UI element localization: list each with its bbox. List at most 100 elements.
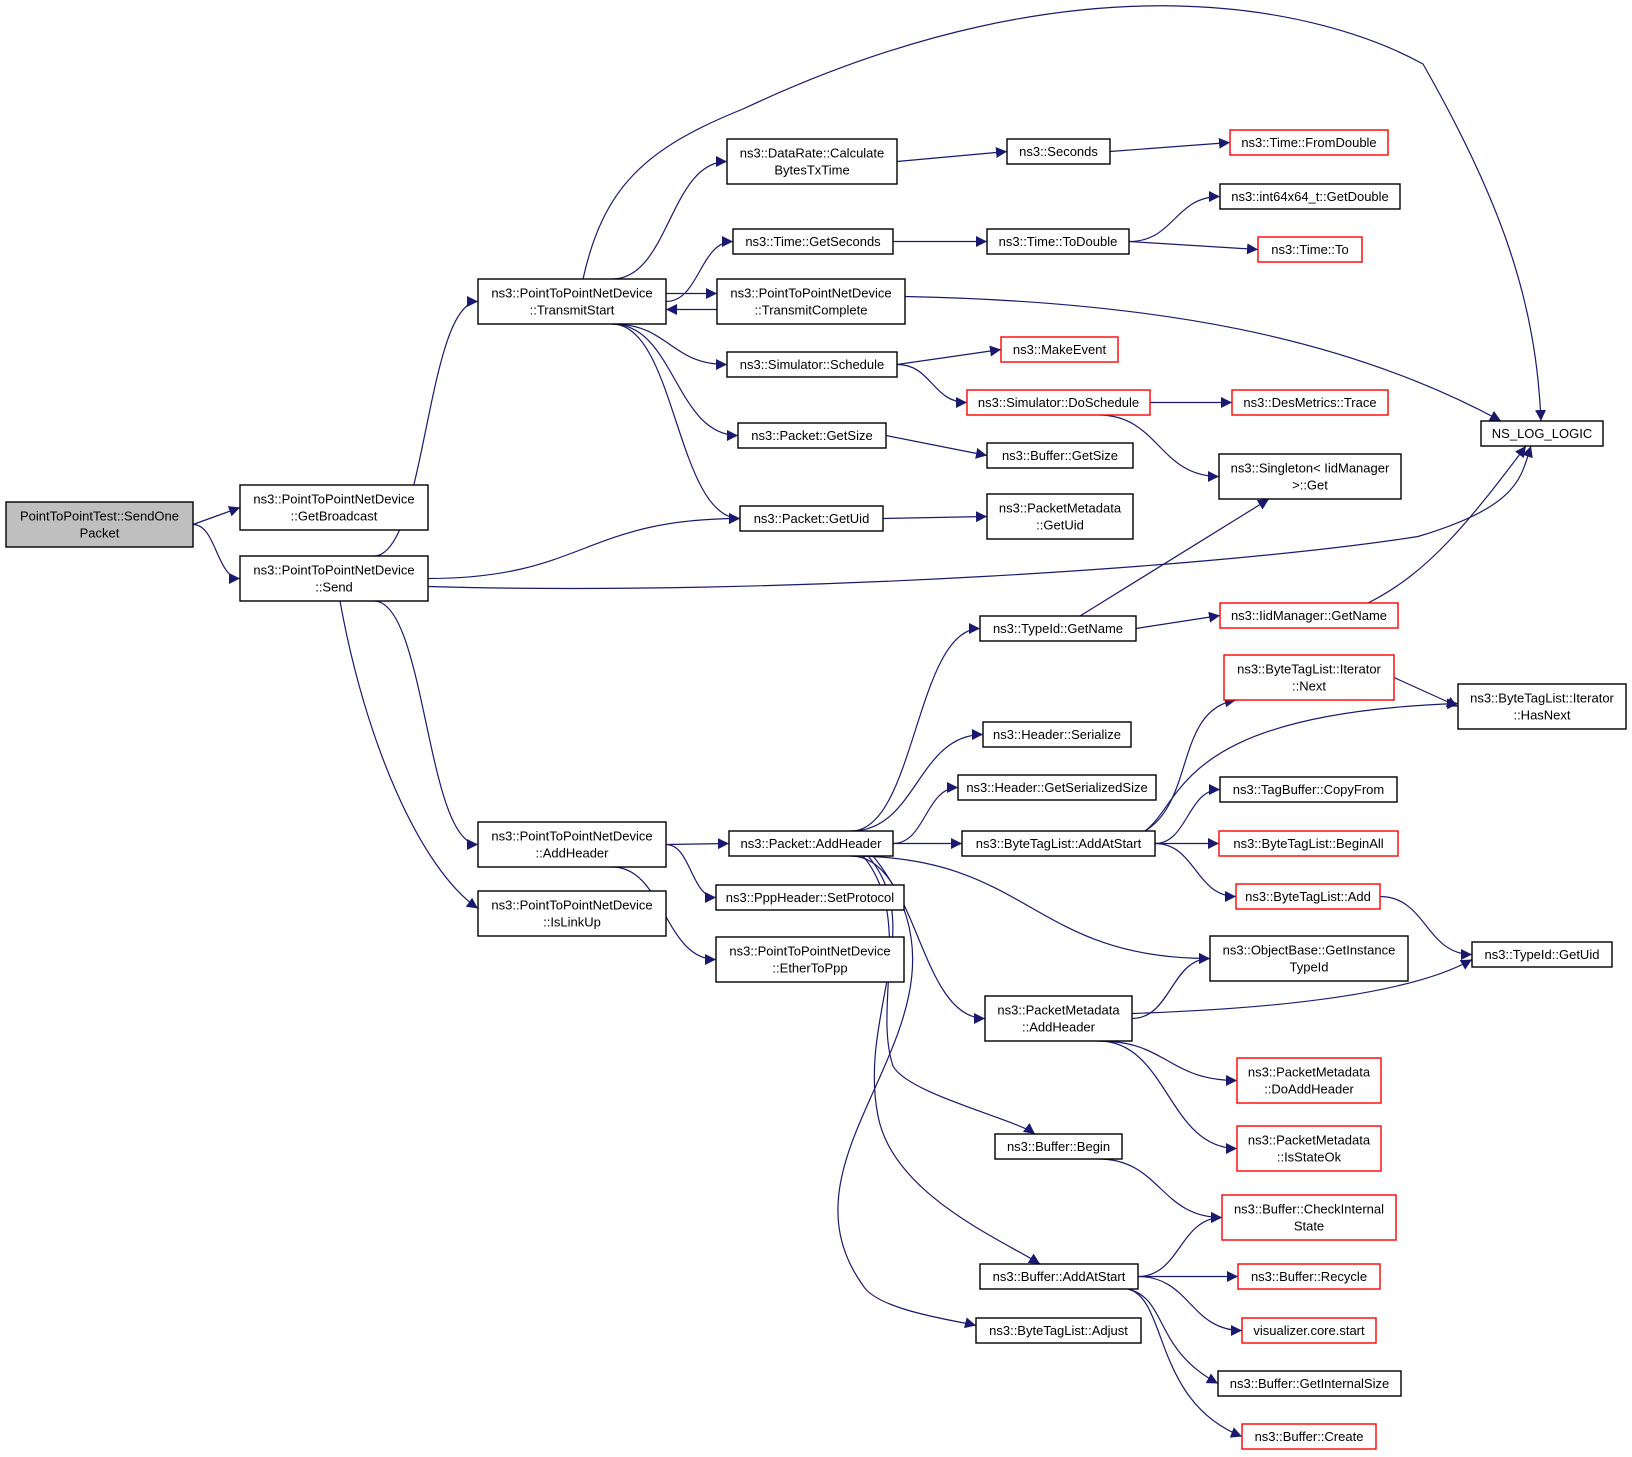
node-addheader-p2p[interactable]: ns3::PointToPointNetDevice::AddHeader (477, 821, 667, 868)
node-label: ns3::DesMetrics::Trace (1243, 395, 1376, 410)
node-transmitcomplete[interactable]: ns3::PointToPointNetDevice::TransmitComp… (716, 278, 906, 325)
node-pm-doaddheader[interactable]: ns3::PacketMetadata::DoAddHeader (1236, 1057, 1382, 1104)
node-btl-iter-hasnext[interactable]: ns3::ByteTagList::Iterator::HasNext (1457, 683, 1627, 730)
node-pm-addheader[interactable]: ns3::PacketMetadata::AddHeader (984, 995, 1133, 1042)
node-label: >::Get (1292, 478, 1328, 493)
edge-pm-addheader-to-pm-isstateok (1098, 1040, 1238, 1154)
node-ethertoppp[interactable]: ns3::PointToPointNetDevice::EtherToPpp (715, 936, 905, 983)
node-label: ns3::ByteTagList::Iterator (1237, 662, 1381, 677)
edge-schedule-to-doschedule (896, 363, 968, 408)
edge-buf-addatstart-to-viz-start (1137, 1275, 1243, 1336)
edge-send-to-pkt-getuid (427, 513, 741, 580)
edge-btl-addatstart-to-tagbuf-copyfrom (1154, 784, 1221, 845)
node-seconds[interactable]: ns3::Seconds (1006, 138, 1111, 165)
node-islinkup[interactable]: ns3::PointToPointNetDevice::IsLinkUp (477, 890, 667, 937)
node-getbroadcast[interactable]: ns3::PointToPointNetDevice::GetBroadcast (239, 484, 429, 531)
node-makeevent[interactable]: ns3::MakeEvent (1000, 336, 1119, 363)
node-desmetrics[interactable]: ns3::DesMetrics::Trace (1231, 389, 1389, 416)
node-fromdouble[interactable]: ns3::Time::FromDouble (1229, 129, 1389, 156)
node-label: ::IsLinkUp (543, 915, 601, 930)
node-box (1480, 420, 1604, 447)
node-pm-getuid[interactable]: ns3::PacketMetadata::GetUid (986, 493, 1134, 540)
node-viz-start[interactable]: visualizer.core.start (1241, 1317, 1377, 1344)
edge-btl-addatstart-to-btl-iter-next (1144, 696, 1237, 832)
node-box (477, 821, 667, 868)
node-pkt-getuid[interactable]: ns3::Packet::GetUid (739, 505, 884, 532)
node-buf-addatstart[interactable]: ns3::Buffer::AddAtStart (979, 1263, 1139, 1290)
node-box (986, 493, 1134, 540)
node-box (715, 936, 905, 983)
node-btl-addatstart[interactable]: ns3::ByteTagList::AddAtStart (961, 830, 1156, 857)
node-box (737, 422, 887, 449)
node-transmitstart[interactable]: ns3::PointToPointNetDevice::TransmitStar… (477, 278, 667, 325)
node-label: ::GetUid (1036, 518, 1084, 533)
node-int64getdouble[interactable]: ns3::int64x64_t::GetDouble (1219, 183, 1401, 210)
node-box (726, 351, 898, 378)
node-label: ns3::ByteTagList::Adjust (989, 1323, 1128, 1338)
node-setprotocol[interactable]: ns3::PppHeader::SetProtocol (715, 884, 905, 911)
node-box (1209, 935, 1409, 982)
node-header-getser[interactable]: ns3::Header::GetSerializedSize (957, 774, 1157, 801)
node-label: ns3::PacketMetadata (1248, 1065, 1371, 1080)
edge-buf-begin-to-buf-checkinternal (1098, 1158, 1223, 1223)
node-label: ns3::PacketMetadata (997, 1003, 1120, 1018)
edge-iid-getname-to-ns-log-logic (1367, 445, 1527, 604)
node-pm-isstateok[interactable]: ns3::PacketMetadata::IsStateOk (1236, 1125, 1382, 1172)
node-label: BytesTxTime (774, 163, 849, 178)
node-doschedule[interactable]: ns3::Simulator::DoSchedule (966, 389, 1151, 416)
node-label: ns3::TagBuffer::CopyFrom (1233, 782, 1385, 797)
node-pkt-addheader[interactable]: ns3::Packet::AddHeader (728, 830, 894, 857)
edge-typeid-getname-to-singleton-get (1079, 498, 1270, 617)
edge-transmitstart-to-pkt-getuid (611, 323, 741, 524)
node-typeid-getname[interactable]: ns3::TypeId::GetName (979, 615, 1137, 642)
edge-transmitstart-to-pkt-getsize (611, 323, 739, 441)
node-buf-begin[interactable]: ns3::Buffer::Begin (994, 1133, 1123, 1160)
node-buf-create[interactable]: ns3::Buffer::Create (1241, 1423, 1377, 1450)
node-time-to[interactable]: ns3::Time::To (1257, 236, 1363, 263)
node-getseconds[interactable]: ns3::Time::GetSeconds (732, 228, 894, 255)
node-box (961, 830, 1156, 857)
edge-send-to-ns-log-logic (427, 445, 1533, 590)
edge-pkt-getuid-to-pm-getuid (882, 511, 988, 523)
node-pkt-getsize[interactable]: ns3::Packet::GetSize (737, 422, 887, 449)
node-label: ::HasNext (1513, 708, 1570, 723)
node-btl-adjust[interactable]: ns3::ByteTagList::Adjust (975, 1317, 1142, 1344)
node-btl-beginall[interactable]: ns3::ByteTagList::BeginAll (1218, 830, 1399, 857)
node-header-serialize[interactable]: ns3::Header::Serialize (982, 721, 1132, 748)
edge-pm-addheader-to-typeid-getuid (1131, 958, 1473, 1015)
node-schedule[interactable]: ns3::Simulator::Schedule (726, 351, 898, 378)
node-label: State (1294, 1219, 1324, 1234)
node-buf-recycle[interactable]: ns3::Buffer::Recycle (1237, 1263, 1381, 1290)
node-label: ns3::Buffer::CheckInternal (1234, 1202, 1384, 1217)
node-send[interactable]: ns3::PointToPointNetDevice::Send (239, 555, 429, 602)
node-singleton-get[interactable]: ns3::Singleton< IidManager>::Get (1218, 453, 1402, 500)
node-buf-getsize[interactable]: ns3::Buffer::GetSize (986, 442, 1134, 469)
edge-send-to-addheader-p2p (373, 600, 479, 850)
node-label: ns3::Header::GetSerializedSize (966, 780, 1147, 795)
node-btl-iter-next[interactable]: ns3::ByteTagList::Iterator::Next (1223, 654, 1395, 701)
node-tagbuf-copyfrom[interactable]: ns3::TagBuffer::CopyFrom (1219, 776, 1398, 803)
node-label: ::AddHeader (536, 846, 610, 861)
edge-todouble-to-time-to (1128, 240, 1259, 255)
edge-calcbytes-to-seconds (896, 147, 1008, 163)
node-label: visualizer.core.start (1253, 1323, 1365, 1338)
node-box (986, 228, 1130, 255)
node-label: ns3::PointToPointNetDevice (491, 829, 652, 844)
node-box (1006, 138, 1111, 165)
node-label: TypeId (1289, 960, 1328, 975)
node-box (477, 890, 667, 937)
node-label: ns3::PointToPointNetDevice (491, 898, 652, 913)
node-ns-log-logic[interactable]: NS_LOG_LOGIC (1480, 420, 1604, 447)
edge-addheader-p2p-to-pkt-addheader (665, 838, 730, 850)
node-typeid-getuid[interactable]: ns3::TypeId::GetUid (1471, 941, 1613, 968)
node-box (1219, 776, 1398, 803)
edge-send-to-islinkup (339, 600, 479, 909)
node-todouble[interactable]: ns3::Time::ToDouble (986, 228, 1130, 255)
node-iid-getname[interactable]: ns3::IidManager::GetName (1219, 602, 1399, 629)
node-btl-add[interactable]: ns3::ByteTagList::Add (1235, 883, 1381, 910)
node-buf-getinternalsize[interactable]: ns3::Buffer::GetInternalSize (1217, 1370, 1402, 1397)
